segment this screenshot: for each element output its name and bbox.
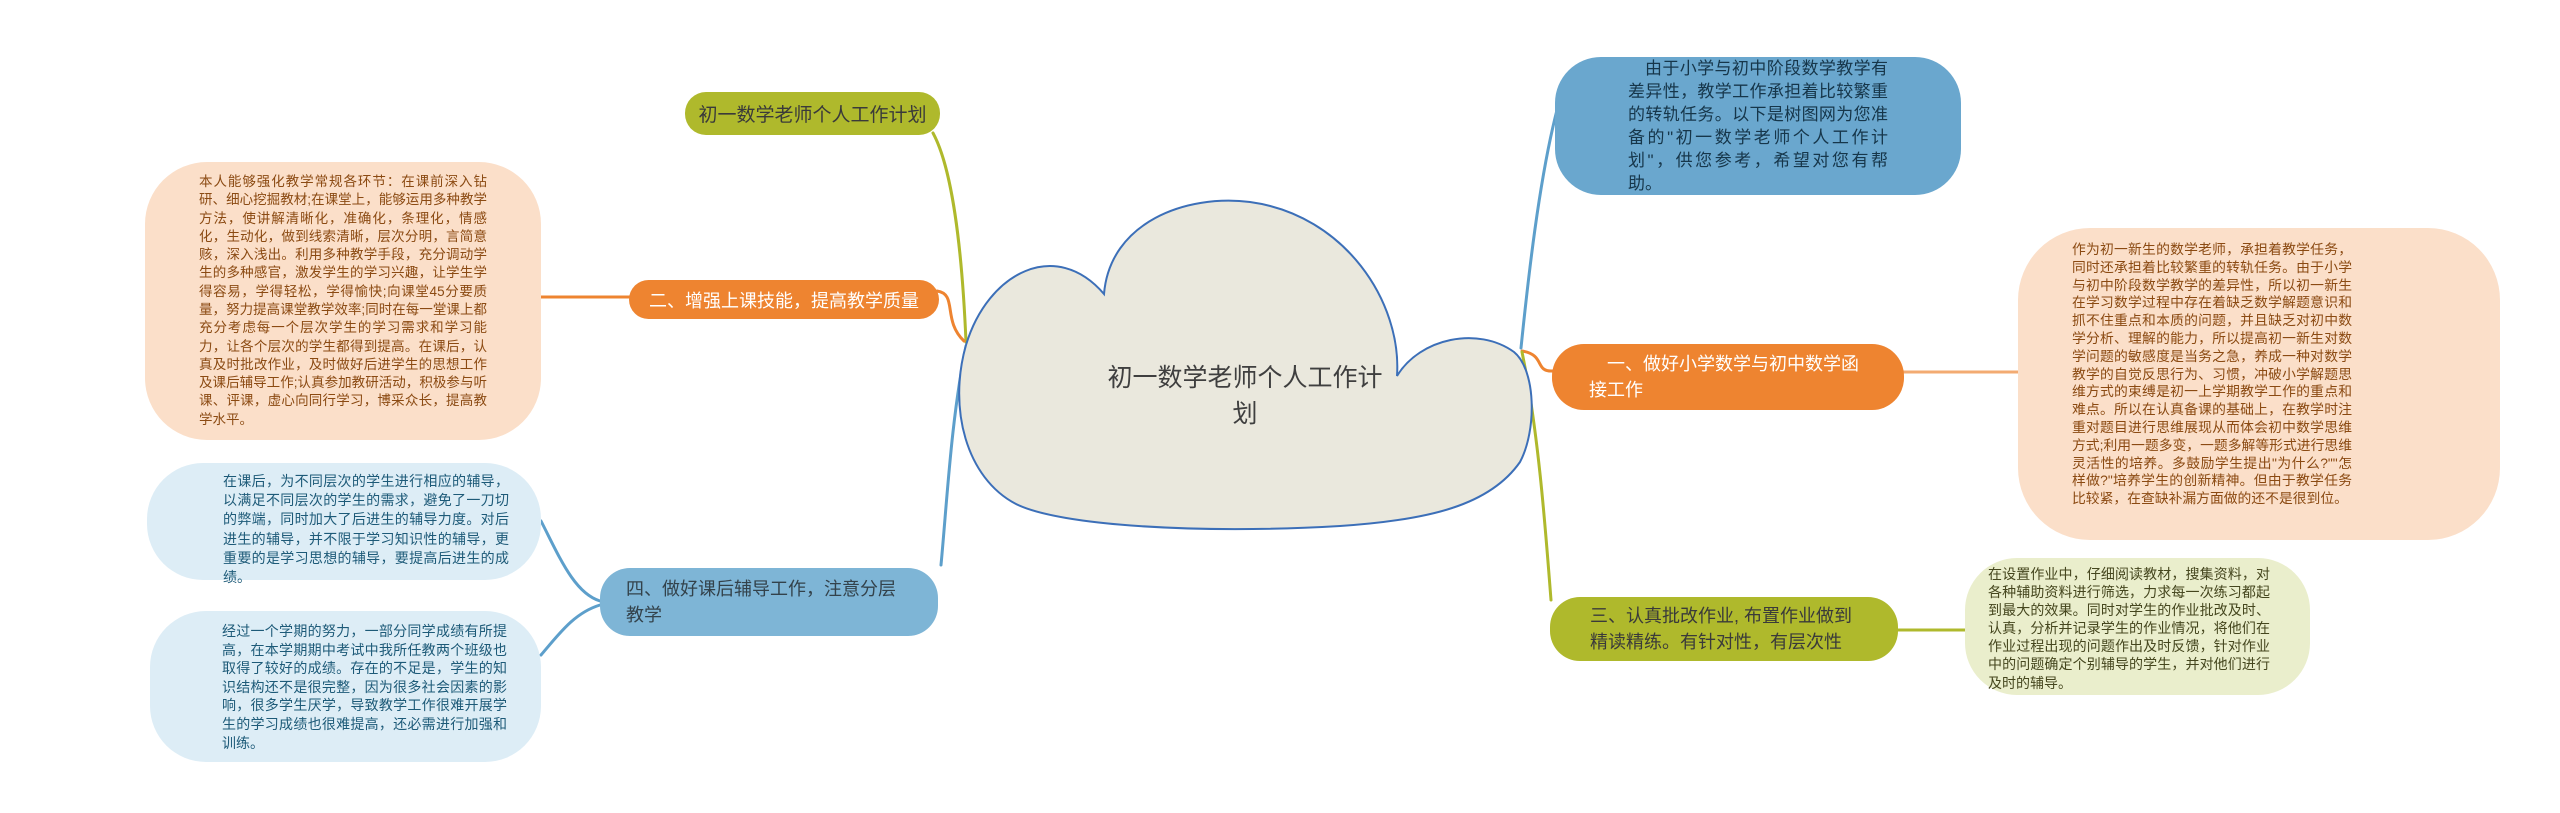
branch-node-4-label: 四、做好课后辅导工作，注意分层教学 xyxy=(626,579,896,625)
branch-node-4[interactable]: 四、做好课后辅导工作，注意分层教学 xyxy=(600,568,938,636)
branch-node-3[interactable]: 三、认真批改作业, 布置作业做到精读精练。有针对性，有层次性 xyxy=(1550,597,1898,661)
branch-2-note-text: 本人能够强化教学常规各环节：在课前深入钻研、细心挖掘教材;在课堂上，能够运用多种… xyxy=(199,173,487,427)
connector-branch4-note1-line xyxy=(539,519,602,603)
connector-branch1-line xyxy=(1520,349,1555,373)
branch-1-note[interactable]: 作为初一新生的数学老师，承担着教学任务，同时还承担着比较繁重的转轨任务。由于小学… xyxy=(2018,228,2500,540)
intro-note[interactable]: 由于小学与初中阶段数学教学有差异性，教学工作承担着比较繁重的转轨任务。以下是树图… xyxy=(1555,57,1961,195)
branch-4-note-2[interactable]: 经过一个学期的努力，一部分同学成绩有所提高，在本学期期中考试中我所任教两个班级也… xyxy=(150,611,541,762)
branch-4-note-1[interactable]: 在课后，为不同层次的学生进行相应的辅导，以满足不同层次的学生的需求，避免了一刀切… xyxy=(147,463,541,585)
connector-branch3-line xyxy=(1520,350,1553,602)
title-node-label: 初一数学老师个人工作计划 xyxy=(698,105,927,126)
branch-node-1-label: 一、做好小学数学与初中数学函接工作 xyxy=(1589,354,1859,400)
connector-branch2-line xyxy=(935,289,966,343)
connector-branch4-note2-line xyxy=(539,603,602,657)
branch-4-note-1-text: 在课后，为不同层次的学生进行相应的辅导，以满足不同层次的学生的需求，避免了一刀切… xyxy=(223,473,509,586)
branch-4-note-2-text: 经过一个学期的努力，一部分同学成绩有所提高，在本学期期中考试中我所任教两个班级也… xyxy=(222,623,507,751)
title-node[interactable]: 初一数学老师个人工作计划 xyxy=(685,92,940,135)
intro-note-text: 由于小学与初中阶段数学教学有差异性，教学工作承担着比较繁重的转轨任务。以下是树图… xyxy=(1628,59,1888,193)
branch-3-note-text: 在设置作业中，仔细阅读教材，搜集资料，对各种辅助资料进行筛选，力求每一次练习都起… xyxy=(1988,566,2270,691)
branch-2-note[interactable]: 本人能够强化教学常规各环节：在课前深入钻研、细心挖掘教材;在课堂上，能够运用多种… xyxy=(145,162,541,440)
branch-node-2-label: 二、增强上课技能，提高教学质量 xyxy=(649,290,919,311)
branch-node-1[interactable]: 一、做好小学数学与初中数学函接工作 xyxy=(1552,344,1904,410)
connector-intro-line xyxy=(1519,108,1559,350)
branch-1-note-text: 作为初一新生的数学老师，承担着教学任务，同时还承担着比较繁重的转轨任务。由于小学… xyxy=(2072,242,2352,507)
branch-node-2[interactable]: 二、增强上课技能，提高教学质量 xyxy=(629,280,939,319)
central-topic-label: 初一数学老师个人工作计划 xyxy=(1107,364,1383,428)
branch-node-3-label: 三、认真批改作业, 布置作业做到精读精练。有针对性，有层次性 xyxy=(1590,606,1853,652)
branch-3-note[interactable]: 在设置作业中，仔细阅读教材，搜集资料，对各种辅助资料进行筛选，力求每一次练习都起… xyxy=(1965,558,2310,695)
connector-branch4-line xyxy=(939,344,968,567)
central-topic[interactable]: 初一数学老师个人工作计划 xyxy=(1097,360,1393,432)
